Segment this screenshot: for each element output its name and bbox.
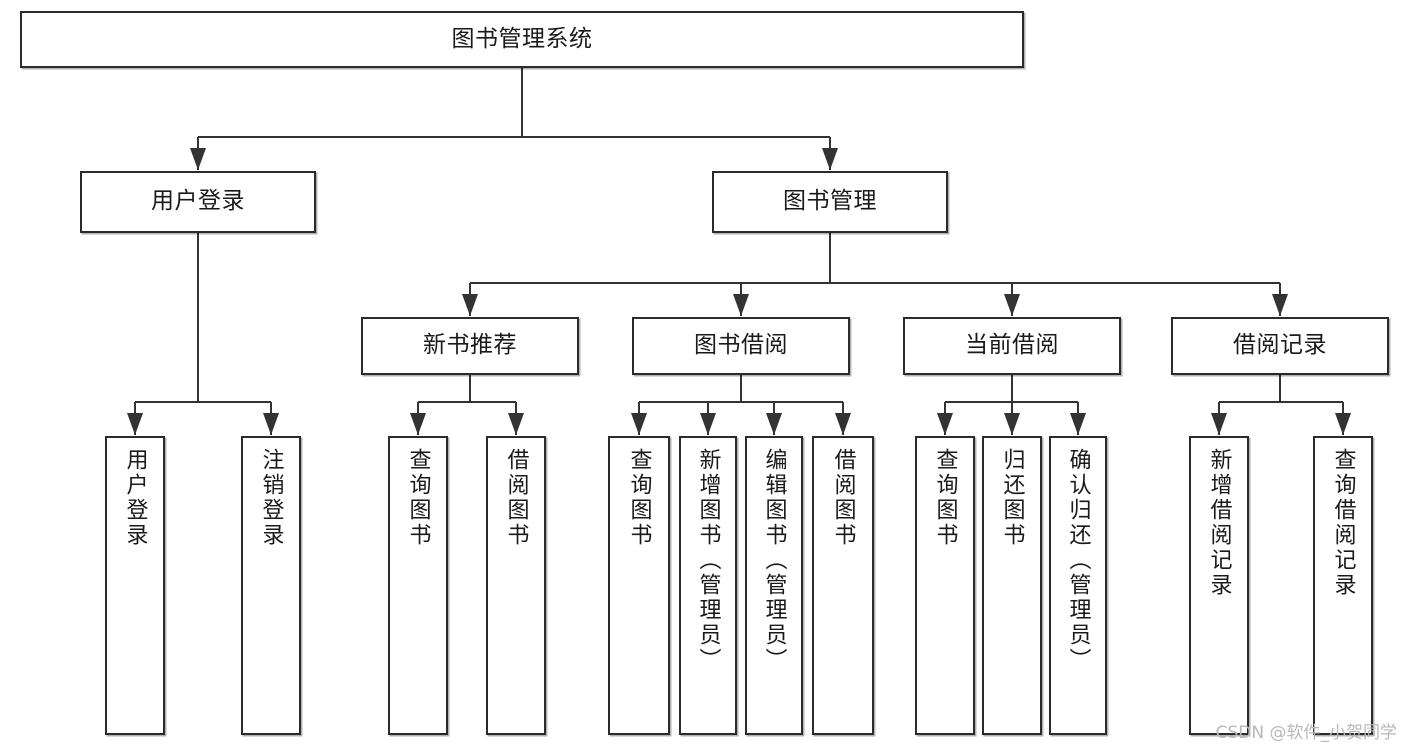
node-label: 编辑图书（管理员） (761, 448, 787, 673)
node-c_query: 查询图书 (915, 436, 975, 735)
node-label: 用户登录 (151, 188, 245, 215)
csdn-watermark: CSDN @软件_小贺同学 (1215, 723, 1397, 743)
node-root: 图书管理系统 (20, 11, 1024, 68)
node-label: 查询借阅记录 (1330, 448, 1356, 598)
node-b_query: 查询图书 (608, 436, 670, 735)
node-records: 借阅记录 (1171, 317, 1389, 375)
node-label: 借阅记录 (1233, 332, 1327, 359)
node-c_confirm: 确认归还（管理员） (1049, 436, 1107, 735)
node-n_borrow: 借阅图书 (486, 436, 546, 735)
node-b_lend: 借阅图书 (812, 436, 874, 735)
node-n_query: 查询图书 (388, 436, 448, 735)
node-current: 当前借阅 (903, 317, 1121, 375)
node-login: 用户登录 (80, 171, 316, 233)
node-label: 注销登录 (258, 448, 284, 548)
node-label: 借阅图书 (830, 448, 856, 548)
node-b_edit: 编辑图书（管理员） (745, 436, 803, 735)
node-r_query: 查询借阅记录 (1313, 436, 1373, 735)
node-label: 图书借阅 (694, 332, 788, 359)
node-label: 新书推荐 (423, 332, 517, 359)
node-label: 新增借阅记录 (1206, 448, 1232, 598)
node-b_add: 新增图书（管理员） (679, 436, 737, 735)
node-r_add: 新增借阅记录 (1189, 436, 1249, 735)
node-label: 查询图书 (626, 448, 652, 548)
node-label: 归还图书 (999, 448, 1025, 548)
node-newbook: 新书推荐 (361, 317, 579, 375)
node-l_login: 用户登录 (105, 436, 165, 735)
node-label: 查询图书 (405, 448, 431, 548)
node-label: 用户登录 (122, 448, 148, 548)
node-borrow: 图书借阅 (632, 317, 850, 375)
node-bookmgmt: 图书管理 (712, 171, 948, 233)
node-label: 新增图书（管理员） (695, 448, 721, 673)
node-label: 图书管理 (783, 188, 877, 215)
node-label: 借阅图书 (503, 448, 529, 548)
node-label: 查询图书 (932, 448, 958, 548)
node-label: 当前借阅 (965, 332, 1059, 359)
node-l_logout: 注销登录 (241, 436, 301, 735)
node-label: 确认归还（管理员） (1065, 448, 1091, 673)
node-label: 图书管理系统 (451, 25, 593, 52)
node-c_return: 归还图书 (982, 436, 1042, 735)
